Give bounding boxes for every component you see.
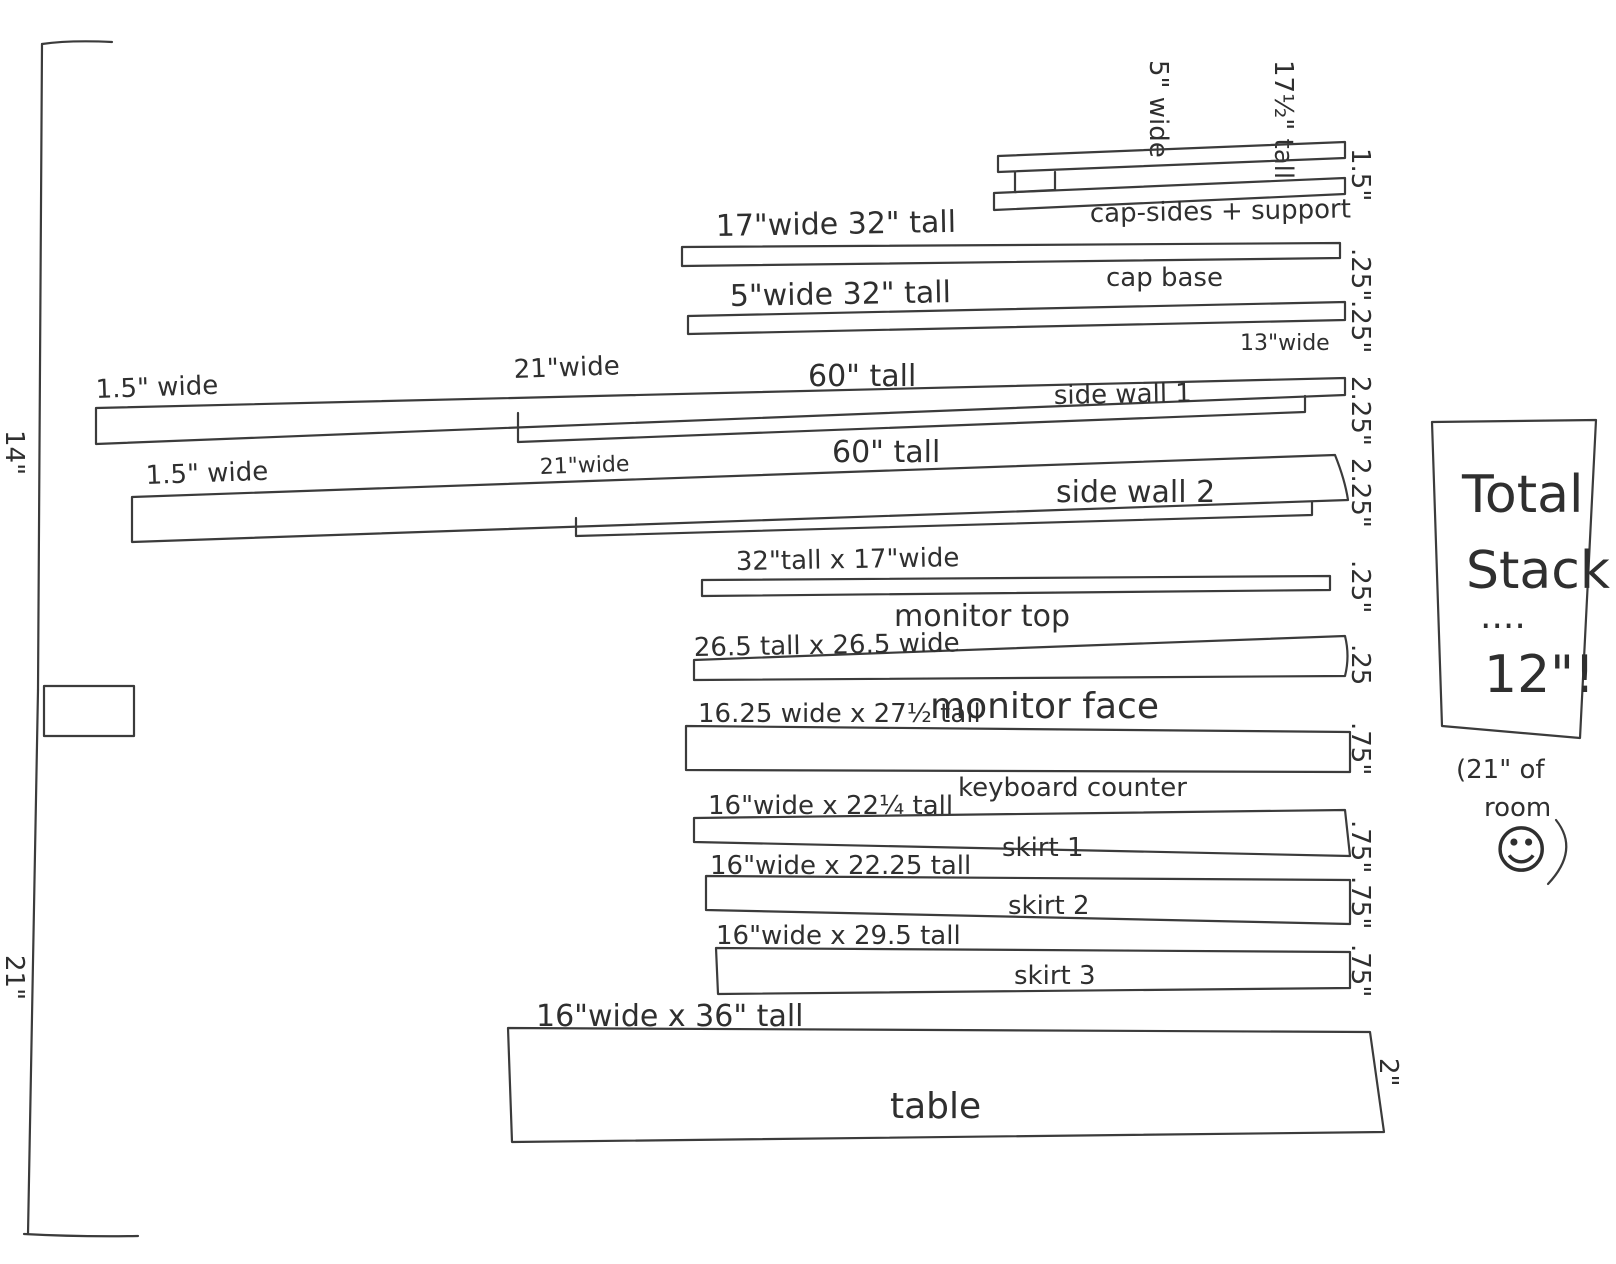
piece-monitor-top-thickness: .25" <box>1345 560 1375 613</box>
piece-monitor-top-size: 32"tall x 17"wide <box>736 543 960 577</box>
piece-side-wall-2-label: side wall 2 <box>1056 475 1215 510</box>
piece-cap-sides-label: cap-sides + support <box>1090 194 1352 229</box>
piece-skirt-3-label: skirt 3 <box>1014 961 1096 991</box>
room-note-line2: room <box>1484 793 1551 823</box>
piece-skirt-2-size: 16"wide x 22.25 tall <box>710 851 971 881</box>
room-note-line1: (21" of <box>1456 755 1545 785</box>
piece-side-wall-2: 1.5" wide 21"wide 60" tall side wall 2 2… <box>130 435 1375 544</box>
piece-skirt-1: 16"wide x 22¼ tall skirt 1 .75" <box>692 791 1375 873</box>
piece-side-wall-1-marker-a: 1.5" wide <box>95 371 219 405</box>
piece-table-thickness: 2" <box>1373 1058 1403 1087</box>
piece-side-wall-1-label: side wall 1 <box>1054 379 1193 411</box>
piece-keyboard-counter-thickness: .75" <box>1345 722 1375 775</box>
piece-table-size: 16"wide x 36" tall <box>536 999 804 1034</box>
top-annotation-width: 5" wide <box>1143 60 1173 158</box>
stack-height-label: 14" <box>0 430 29 475</box>
piece-skirt-2: 16"wide x 22.25 tall skirt 2 .75" <box>704 851 1375 929</box>
piece-keyboard-counter-size: 16.25 wide x 27½ tall <box>698 699 981 729</box>
lower-height-label: 21" <box>0 955 29 1000</box>
piece-side-wall-2-thickness: 2.25" <box>1345 458 1375 528</box>
piece-side-wall-2-marker-a: 1.5" wide <box>145 457 269 491</box>
piece-keyboard-counter: 16.25 wide x 27½ tall keyboard counter .… <box>684 699 1375 803</box>
piece-side-wall-1-marker-b: 21"wide <box>513 351 620 385</box>
piece-cap-sides: cap-sides + support 1.5" <box>992 140 1375 229</box>
piece-skirt-2-label: skirt 2 <box>1008 891 1090 921</box>
height-ruler: 14" 21" <box>0 40 140 1238</box>
piece-cap-sides-thickness: 1.5" <box>1345 148 1375 201</box>
piece-side-wall-2-size: 60" tall <box>832 435 940 470</box>
smiley-icon: ☺ <box>1494 821 1548 881</box>
piece-cap-base-thickness: .25" <box>1345 248 1375 301</box>
piece-skirt-3-size: 16"wide x 29.5 tall <box>716 921 961 951</box>
piece-narrow-board-size: 5"wide 32" tall <box>730 275 952 314</box>
piece-monitor-top-label: monitor top <box>894 599 1070 634</box>
piece-side-wall-1: 1.5" wide 21"wide 13"wide 60" tall side … <box>94 331 1375 446</box>
piece-side-wall-1-thickness: 2.25" <box>1345 376 1375 446</box>
piece-skirt-1-thickness: .75" <box>1345 820 1375 873</box>
piece-monitor-top: 32"tall x 17"wide monitor top .25" <box>700 543 1375 634</box>
piece-table: 16"wide x 36" tall table 2" <box>506 999 1403 1144</box>
piece-cap-base-label: cap base <box>1106 263 1223 293</box>
piece-cap-base: 17"wide 32" tall cap base .25" <box>680 205 1375 301</box>
total-stack-value: 12"! <box>1484 645 1595 705</box>
piece-side-wall-1-size: 60" tall <box>808 359 916 394</box>
piece-monitor-face-thickness: .25 <box>1345 644 1375 685</box>
total-stack-box: Total Stack .... 12"! <box>1430 418 1610 740</box>
piece-monitor-face: 26.5 tall x 26.5 wide monitor face .25 <box>692 628 1375 727</box>
total-stack-line2: Stack <box>1466 541 1610 601</box>
piece-skirt-1-size: 16"wide x 22¼ tall <box>708 791 953 821</box>
piece-skirt-3: 16"wide x 29.5 tall skirt 3 .75" <box>714 921 1375 997</box>
piece-cap-base-size: 17"wide 32" tall <box>716 205 957 244</box>
total-stack-line1: Total <box>1461 465 1583 525</box>
piece-narrow-board: 5"wide 32" tall .25" <box>686 275 1375 353</box>
piece-side-wall-1-marker-c: 13"wide <box>1240 331 1330 356</box>
piece-monitor-face-size: 26.5 tall x 26.5 wide <box>694 628 960 663</box>
piece-skirt-1-label: skirt 1 <box>1002 833 1084 863</box>
piece-narrow-board-thickness: .25" <box>1345 300 1375 353</box>
piece-skirt-3-thickness: .75" <box>1345 944 1375 997</box>
piece-side-wall-2-marker-b: 21"wide <box>539 452 630 480</box>
piece-table-label: table <box>890 1086 981 1127</box>
ruler-marker-box <box>42 684 136 738</box>
total-stack-dots: .... <box>1480 596 1526 637</box>
piece-skirt-2-thickness: .75" <box>1345 876 1375 929</box>
piece-monitor-face-label: monitor face <box>930 686 1159 727</box>
room-note: (21" of room ☺ <box>1456 755 1568 886</box>
top-annotation: 5" wide 17½" tall <box>1143 60 1298 179</box>
piece-keyboard-counter-label: keyboard counter <box>958 773 1187 803</box>
